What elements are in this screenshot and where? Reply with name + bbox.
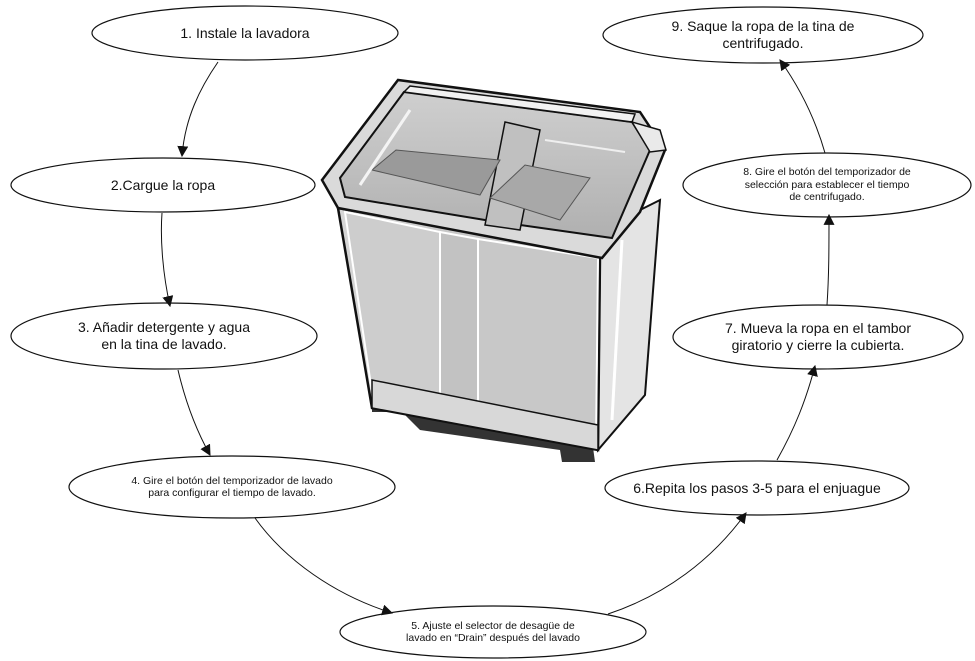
- step-4-ellipse: [68, 455, 396, 519]
- step-5-ellipse: [339, 605, 647, 659]
- arrow-7-to-8: [823, 213, 835, 306]
- arrow-3-to-4: [177, 369, 211, 456]
- washing-machine-illustration: [320, 78, 667, 462]
- arrow-2-to-3: [160, 212, 174, 308]
- step-1-label: 1. Instale la lavadora: [180, 24, 310, 41]
- step-4-label: 4. Gire el botón del temporizador de lav…: [131, 474, 333, 499]
- arrow-6-to-7: [776, 364, 818, 461]
- step-3-label: 3. Añadir detergente y agua en la tina d…: [77, 319, 251, 352]
- step-6-label: 6.Repita los pasos 3-5 para el enjuague: [633, 479, 881, 496]
- step-9-label: 9. Saque la ropa de la tina de centrifug…: [671, 18, 855, 51]
- step-6-ellipse: [604, 460, 910, 516]
- arrow-5-to-6: [607, 512, 747, 615]
- step-8-label: 8. Gire el botón del temporizador de sel…: [743, 166, 911, 204]
- step-2-label: 2.Cargue la ropa: [110, 176, 216, 193]
- step-5-label: 5. Ajuste el selector de desagüe de lava…: [406, 619, 580, 644]
- step-1-ellipse: [91, 5, 399, 61]
- arrow-4-to-5: [254, 517, 394, 616]
- arrow-1-to-2: [177, 61, 219, 158]
- arrow-8-to-9: [779, 59, 826, 154]
- step-9-ellipse: [602, 6, 924, 64]
- step-7-label: 7. Mueva la ropa en el tambor giratorio …: [725, 320, 911, 353]
- step-2-ellipse: [10, 157, 316, 213]
- step-7-ellipse: [672, 304, 964, 370]
